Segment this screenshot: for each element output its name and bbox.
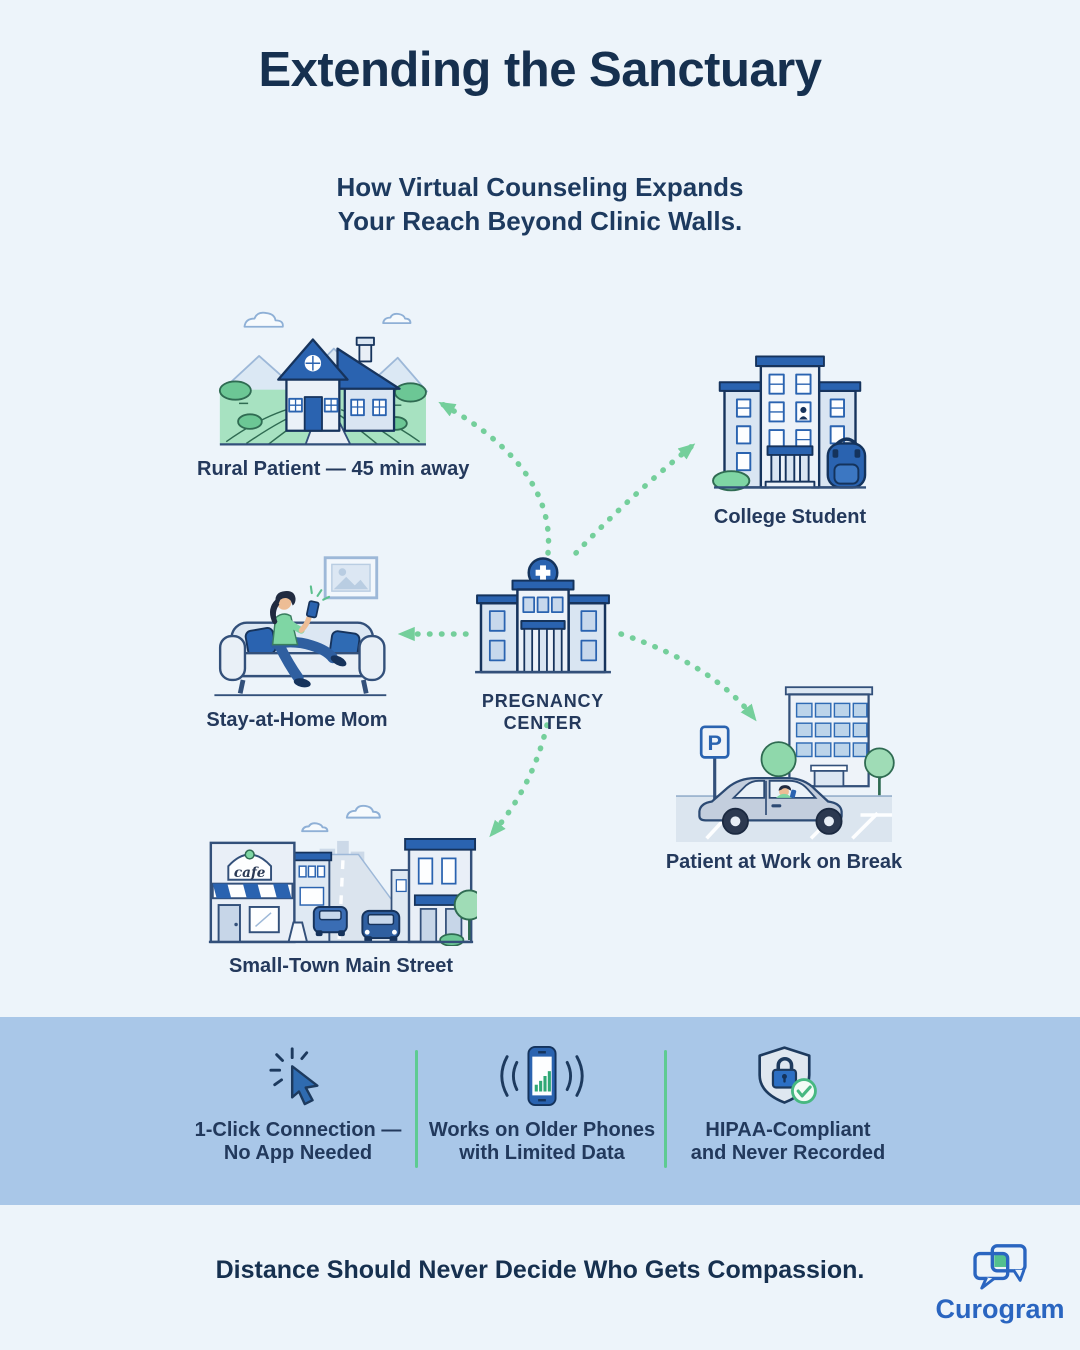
node-rural-patient: Rural Patient — 45 min away: [197, 303, 470, 481]
feature-one-click: 1-Click Connection — No App Needed: [158, 1045, 438, 1165]
college-dorm-illustration: [712, 355, 867, 492]
brand-logo: Curogram: [925, 1242, 1075, 1325]
band-divider: [415, 1050, 418, 1168]
feature-older-phones: Works on Older Phones with Limited Data: [402, 1045, 682, 1165]
node-stay-at-home-mom: Stay-at-Home Mom: [198, 552, 396, 732]
subtitle: How Virtual Counseling Expands Your Reac…: [0, 170, 1080, 238]
subtitle-line1: How Virtual Counseling Expands: [336, 172, 744, 202]
brand-name: Curogram: [935, 1294, 1065, 1324]
cursor-click-icon: [158, 1045, 438, 1107]
phone-signal-icon: [402, 1045, 682, 1107]
feature-hipaa: HIPAA-Compliant and Never Recorded: [646, 1045, 930, 1165]
main-street-illustration: cafe: [208, 804, 477, 946]
feature-hipaa-text: HIPAA-Compliant and Never Recorded: [690, 1119, 886, 1164]
rural-patient-label: Rural Patient — 45 min away: [197, 458, 470, 480]
cafe-sign-text: cafe: [234, 865, 266, 881]
pregnancy-center-label-line2: CENTER: [503, 713, 583, 733]
small-town-label: Small-Town Main Street: [228, 955, 454, 977]
arrow-to-town: [489, 722, 550, 838]
patient-at-work-label: Patient at Work on Break: [665, 851, 903, 873]
band-divider: [664, 1050, 667, 1168]
speech-bubbles-logo-icon: [973, 1244, 1027, 1290]
street-car-toward: [361, 909, 401, 942]
rural-house-illustration: [218, 311, 428, 446]
footer-tagline: Distance Should Never Decide Who Gets Co…: [215, 1256, 865, 1284]
woman-figure: [269, 585, 347, 688]
car: [698, 776, 843, 835]
feature-one-click-text: 1-Click Connection — No App Needed: [194, 1119, 402, 1164]
node-small-town: cafe: [202, 798, 480, 978]
feature-older-phones-text: Works on Older Phones with Limited Data: [428, 1119, 656, 1164]
node-patient-at-work: P Patient at Work on Break: [660, 680, 908, 874]
page-title: Extending the Sanctuary: [258, 43, 822, 97]
mom-on-couch-illustration: [214, 556, 387, 697]
car-parking-illustration: P: [676, 686, 895, 842]
college-student-label: College Student: [713, 506, 867, 528]
pregnancy-center-label: PREGNANCY CENTER: [468, 690, 618, 734]
arrow-to-college: [573, 443, 696, 556]
shield-lock-icon: [646, 1045, 930, 1107]
features-band: 1-Click Connection — No App Needed: [0, 1017, 1080, 1205]
node-college-student: College Student: [700, 344, 880, 529]
stay-at-home-mom-label: Stay-at-Home Mom: [206, 709, 388, 731]
node-pregnancy-center: PREGNANCY CENTER: [468, 556, 618, 734]
pregnancy-center-illustration: [475, 557, 611, 674]
subtitle-line2: Your Reach Beyond Clinic Walls.: [337, 206, 743, 236]
street-car-away: [312, 906, 348, 937]
pregnancy-center-label-line1: PREGNANCY: [481, 691, 605, 711]
parking-sign-letter: P: [707, 730, 721, 755]
